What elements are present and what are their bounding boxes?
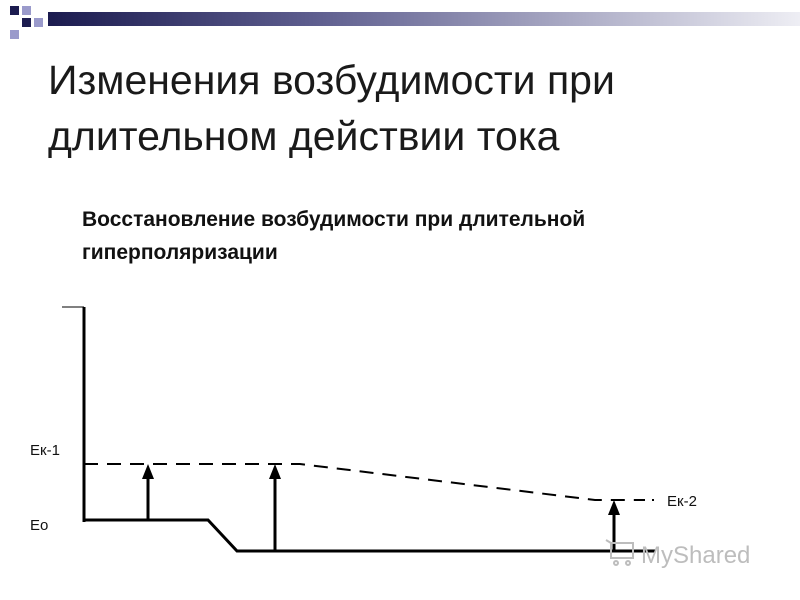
label-ek2: Ек-2 (667, 493, 697, 510)
threshold-arrow-3 (608, 500, 620, 551)
watermark-text: MyShared (641, 542, 750, 569)
decor-square-5 (34, 18, 43, 27)
label-ek1: Ек-1 (30, 442, 60, 459)
slide-title: Изменения возбудимости при длительном де… (48, 57, 615, 159)
cart-icon (605, 539, 634, 566)
decor-square-3 (22, 18, 31, 27)
header-band (48, 12, 800, 26)
decor-square-2 (22, 6, 31, 15)
diagram-subtitle: Восстановление возбудимости при длительн… (82, 208, 586, 264)
threshold-arrow-1 (142, 464, 154, 520)
myshared-watermark: MyShared (605, 539, 750, 569)
threshold-arrow-2 (269, 464, 281, 551)
decor-square-1 (10, 6, 19, 15)
membrane-potential-line (84, 518, 655, 553)
critical-level-dashed-line (84, 463, 645, 501)
decor-square-4 (10, 30, 19, 39)
label-eo: Ео (30, 517, 48, 534)
